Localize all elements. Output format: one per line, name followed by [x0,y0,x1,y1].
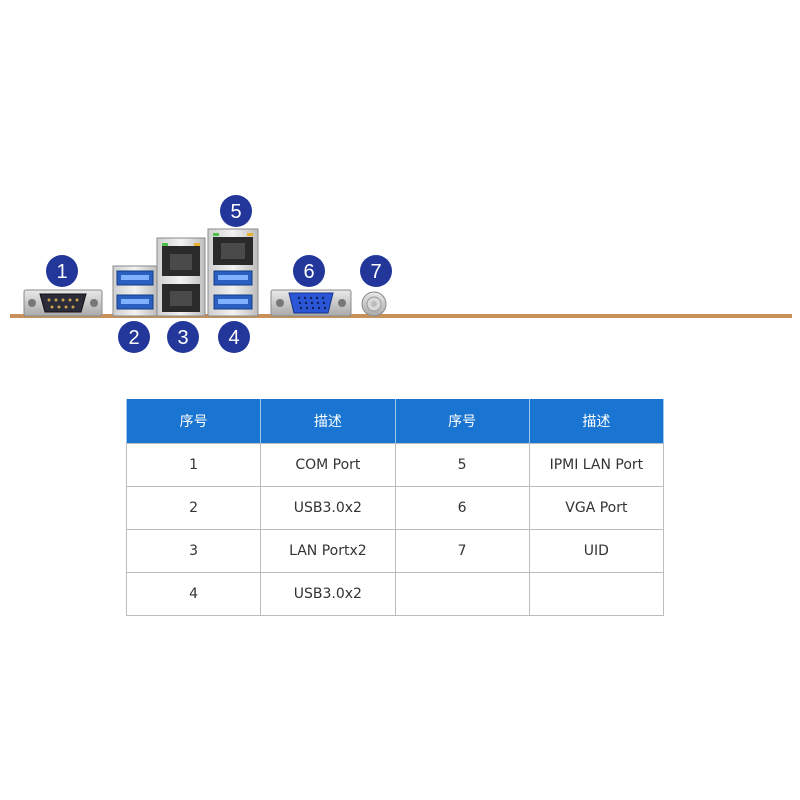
port-table: 序号 描述 序号 描述 1 COM Port 5 IPMI LAN Port 2… [125,399,665,616]
table-header-row: 序号 描述 序号 描述 [125,399,665,444]
table-row: 1 COM Port 5 IPMI LAN Port [125,443,665,487]
uid-button [361,291,387,317]
cell-index: 4 [125,572,262,616]
board-edge [10,314,792,318]
rear-io-panel-diagram: 1 2 3 4 5 6 7 [10,195,792,353]
callout-7: 7 [360,255,392,287]
cell-index: 6 [394,486,530,530]
callout-label: 1 [56,261,67,283]
callout-label: 4 [228,327,239,349]
callout-label: 6 [303,261,314,283]
cell-index [394,572,530,616]
cell-index: 5 [394,443,530,487]
callout-label: 5 [230,201,241,223]
cell-index: 7 [394,529,530,573]
callout-1: 1 [46,255,78,287]
header-description: 描述 [528,399,665,444]
callout-2: 2 [118,321,150,353]
cell-index: 3 [125,529,262,573]
callout-3: 3 [167,321,199,353]
table-row: 2 USB3.0x2 6 VGA Port [125,486,665,530]
cell-description [528,572,665,616]
cell-description: COM Port [260,443,396,487]
table-row: 3 LAN Portx2 7 UID [125,529,665,573]
cell-description: VGA Port [528,486,665,530]
com-port [23,289,103,317]
header-description: 描述 [260,399,396,444]
cell-description: USB3.0x2 [260,572,396,616]
callout-5: 5 [220,195,252,227]
callout-label: 2 [128,327,139,349]
cell-index: 2 [125,486,262,530]
cell-description: IPMI LAN Port [528,443,665,487]
callout-4: 4 [218,321,250,353]
cell-index: 1 [125,443,262,487]
cell-description: UID [528,529,665,573]
table-row: 4 USB3.0x2 [125,572,665,616]
lan-stack-3 [156,237,206,317]
vga-port [270,289,352,317]
callout-6: 6 [293,255,325,287]
header-index: 序号 [394,399,530,444]
header-index: 序号 [125,399,262,444]
callout-label: 7 [370,261,381,283]
ipmi-lan-usb-stack [207,228,259,317]
usb-stack-2 [112,265,158,317]
callout-label: 3 [177,327,188,349]
cell-description: LAN Portx2 [260,529,396,573]
cell-description: USB3.0x2 [260,486,396,530]
